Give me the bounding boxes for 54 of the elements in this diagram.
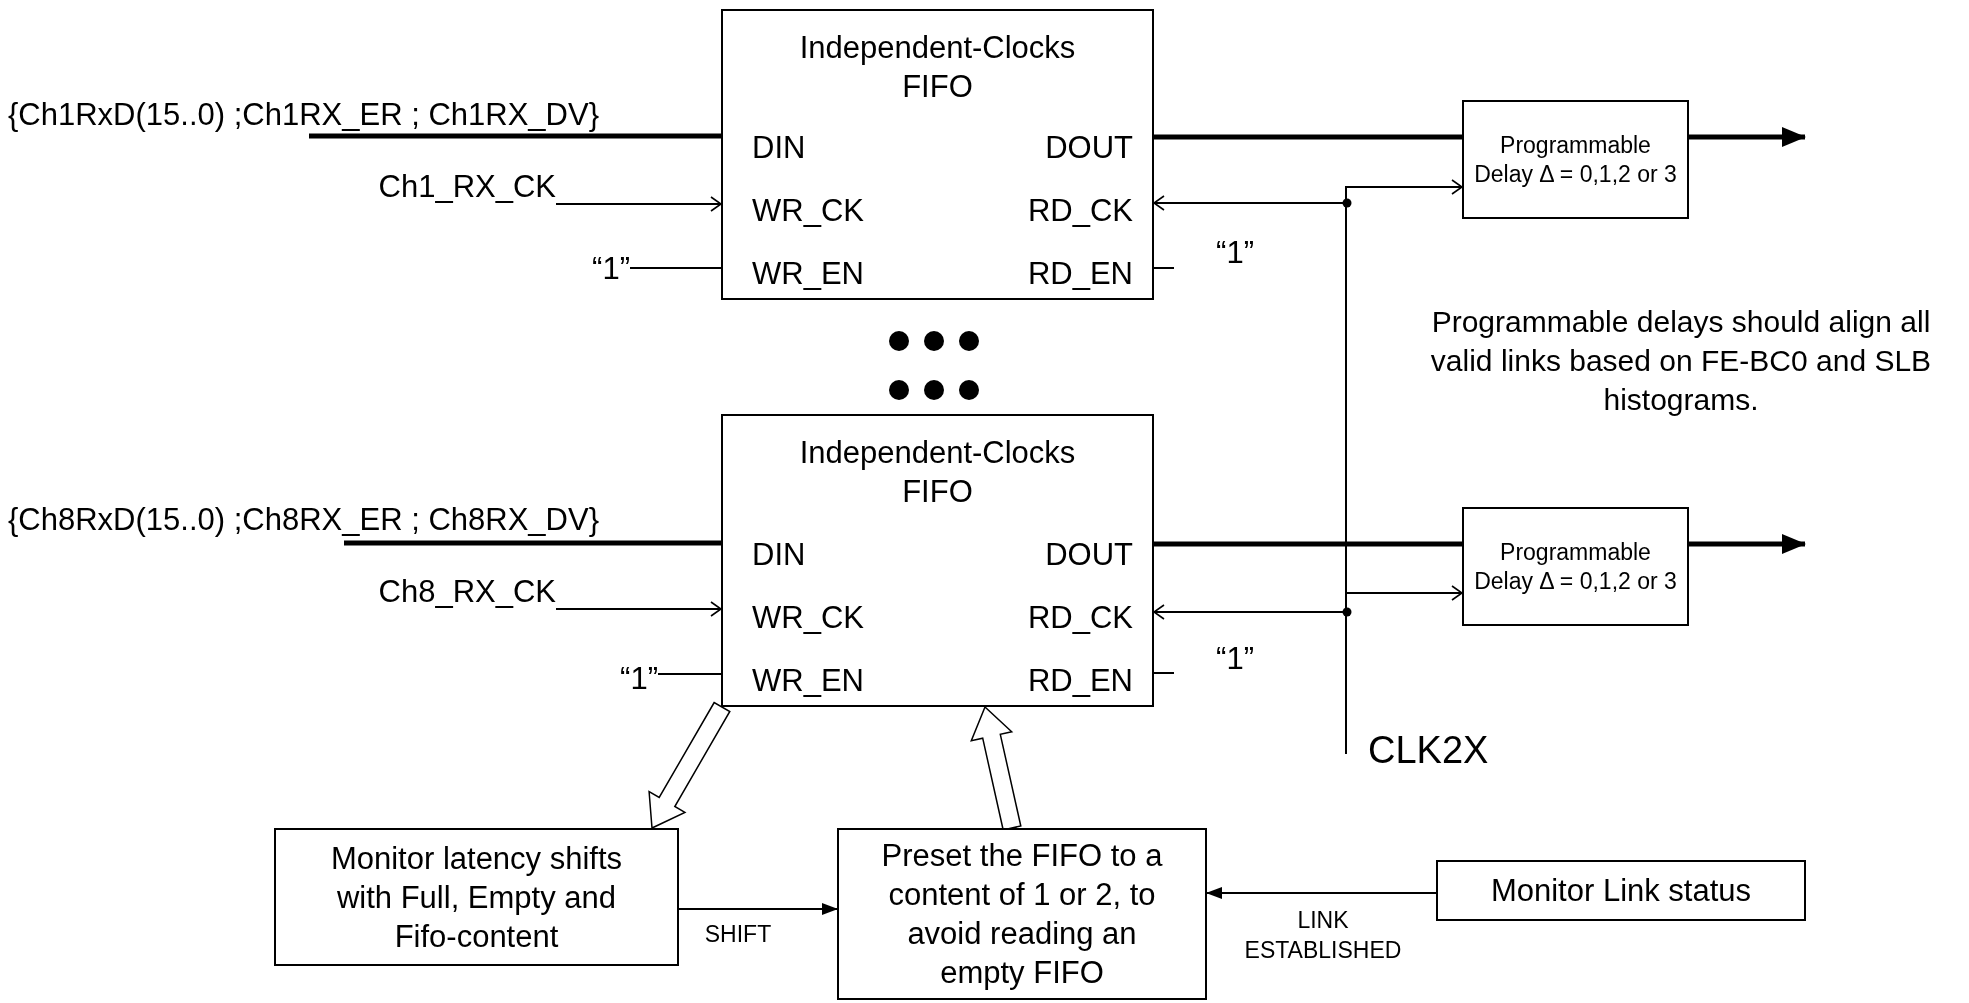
block-title: Independent-Clocks FIFO	[798, 434, 1077, 511]
signal-line	[629, 267, 722, 269]
constant-label: “1”	[620, 662, 658, 694]
signal-line	[1153, 267, 1175, 269]
port-label: DOUT	[1045, 537, 1133, 573]
port-label: DIN	[752, 130, 806, 166]
bus-line	[1689, 127, 1806, 147]
clock-net-label: CLK2X	[1368, 731, 1489, 769]
block-title: Independent-Clocks FIFO	[798, 29, 1077, 106]
port-label: RD_EN	[1027, 663, 1133, 699]
signal-line	[678, 903, 838, 915]
bus-line	[1154, 541, 1462, 547]
fifo-block	[721, 414, 1154, 707]
port-label: WR_EN	[752, 256, 864, 292]
bus-line	[1689, 534, 1806, 554]
box-text: Monitor Link status	[1490, 872, 1752, 910]
bus-line	[309, 133, 721, 139]
delay-box	[1462, 100, 1689, 219]
constant-label: “1”	[1216, 236, 1254, 268]
signal-line	[555, 196, 722, 212]
process-box	[837, 828, 1207, 1000]
bus-line	[344, 540, 721, 546]
port-label: RD_CK	[1027, 600, 1133, 636]
process-box	[274, 828, 679, 966]
fifo-block	[721, 9, 1154, 300]
delay-box	[1462, 507, 1689, 626]
constant-label: “1”	[1216, 642, 1254, 674]
signal-line	[1153, 672, 1175, 674]
hollow-arrow	[970, 705, 1022, 831]
note-text: Programmable delays should align all valid links based on FE-BC0 and SLB histograms.	[1429, 304, 1933, 418]
clock-signal-label: Ch8_RX_CK	[378, 575, 556, 607]
hollow-arrow	[648, 701, 731, 830]
box-text: Monitor latency shifts with Full, Empty and Fifo-content	[329, 839, 624, 956]
bus-signal-label: {Ch8RxD(15..0) ;Ch8RX_ER ; Ch8RX_DV}	[8, 503, 599, 535]
signal-line	[1206, 887, 1437, 899]
port-label: DIN	[752, 537, 806, 573]
box-text: Programmable Delay Δ = 0,1,2 or 3	[1473, 537, 1678, 596]
box-text: Programmable Delay Δ = 0,1,2 or 3	[1473, 130, 1678, 189]
port-label: DOUT	[1045, 130, 1133, 166]
bus-signal-label: {Ch1RxD(15..0) ;Ch1RX_ER ; Ch1RX_DV}	[8, 98, 599, 130]
process-box	[1436, 860, 1806, 921]
box-text: Preset the FIFO to a content of 1 or 2, to avoid reading an empty FIFO	[880, 837, 1164, 992]
signal-line	[555, 601, 722, 617]
port-label: RD_EN	[1027, 256, 1133, 292]
edge-label: SHIFT	[703, 920, 773, 949]
signal-line	[657, 673, 722, 675]
port-label: WR_CK	[752, 600, 864, 636]
constant-label: “1”	[592, 252, 630, 284]
port-label: WR_CK	[752, 193, 864, 229]
port-label: RD_CK	[1027, 193, 1133, 229]
port-label: WR_EN	[752, 663, 864, 699]
clock-signal-label: Ch1_RX_CK	[378, 170, 556, 202]
edge-label: LINK ESTABLISHED	[1243, 906, 1403, 965]
bus-line	[1154, 134, 1462, 140]
